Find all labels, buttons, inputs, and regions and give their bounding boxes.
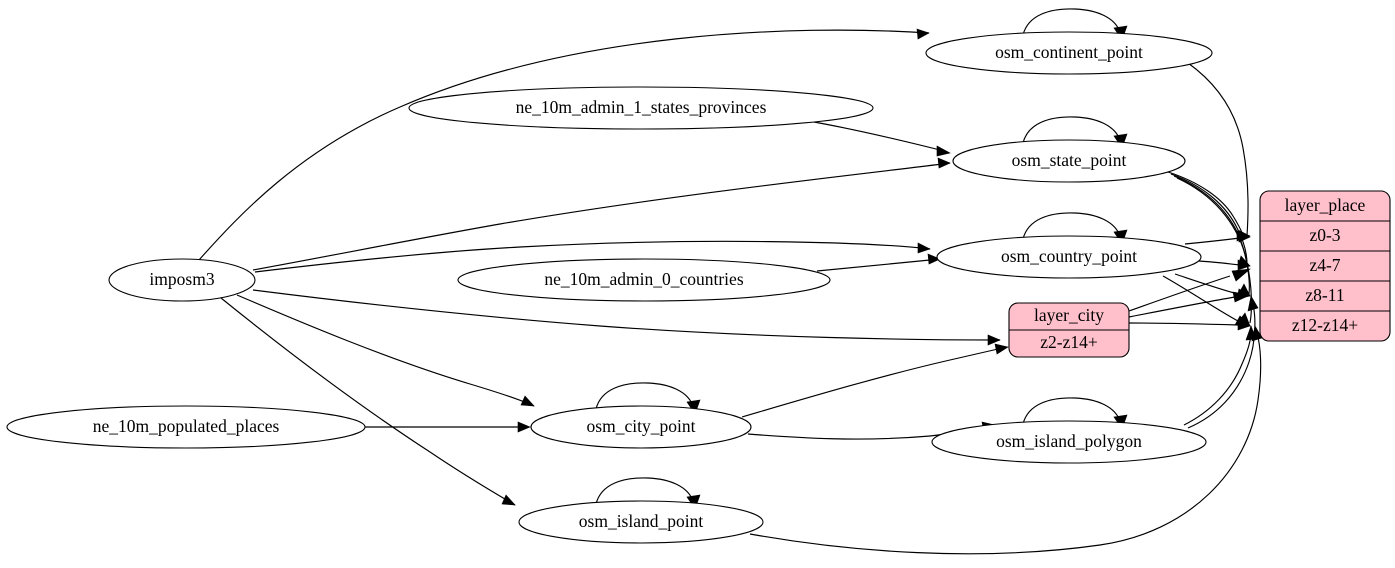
node-layer_city[interactable]: layer_city z2-z14+ — [1008, 302, 1130, 358]
edge-imposm3-to-osm_continent_point — [198, 28, 930, 261]
edge-osm_country_point-to-layer_place-z0-3 — [1184, 231, 1251, 245]
layer_place-row-z8-11[interactable]: z8-11 — [1305, 285, 1344, 305]
layer_place-header-label: layer_place — [1285, 195, 1366, 215]
edge-ne_states-to-osm_state_point — [813, 121, 951, 157]
node-ne_10m_admin_1_states_provinces[interactable]: ne_10m_admin_1_states_provinces — [408, 86, 874, 130]
edge-osm_island_polygon-to-layer_place-z12-z14+ — [1183, 325, 1257, 426]
layer_city-header-label: layer_city — [1034, 305, 1104, 325]
edge-imposm3-to-osm_country_point — [254, 240, 931, 273]
node-osm_country_point[interactable]: osm_country_point — [936, 235, 1202, 279]
node-osm_state_point[interactable]: osm_state_point — [952, 139, 1186, 183]
node-osm_continent_point[interactable]: osm_continent_point — [925, 31, 1213, 75]
node-ne_10m_admin_0_countries[interactable]: ne_10m_admin_0_countries — [457, 258, 831, 302]
edge-osm_island_point-to-layer_place-z12-z14+ — [749, 325, 1263, 555]
node-ne_10m_admin_0_countries-label: ne_10m_admin_0_countries — [544, 269, 743, 289]
edge-imposm3-to-layer_city — [252, 289, 1001, 346]
node-osm_state_point-label: osm_state_point — [1012, 150, 1127, 170]
node-osm_city_point-label: osm_city_point — [587, 416, 696, 436]
edge-imposm3-to-osm_state_point — [252, 157, 951, 271]
node-osm_island_point[interactable]: osm_island_point — [518, 500, 764, 544]
node-ne_10m_populated_places-label: ne_10m_populated_places — [93, 416, 280, 436]
node-osm_country_point-label: osm_country_point — [1001, 246, 1137, 266]
layer_place-row-z12-z14+[interactable]: z12-z14+ — [1292, 315, 1358, 335]
edge-layer_city-to-layer_place-z8-11 — [1128, 291, 1251, 318]
node-osm_island_polygon[interactable]: osm_island_polygon — [931, 420, 1207, 464]
edge-osm_country_point-to-layer_place-z4-7 — [1198, 259, 1251, 271]
node-osm_island_point-label: osm_island_point — [579, 511, 704, 531]
node-ne_10m_populated_places[interactable]: ne_10m_populated_places — [6, 405, 366, 449]
edge-osm_continent_point-to-layer_place-z0-3 — [1187, 62, 1249, 242]
node-layer: imposm3 ne_10m_admin_1_states_provinces … — [6, 31, 1391, 544]
layer_place-row-z4-7[interactable]: z4-7 — [1309, 255, 1340, 275]
edge-ne_populated-to-osm_city_point — [365, 421, 531, 433]
layer_place-row-z0-3[interactable]: z0-3 — [1309, 225, 1340, 245]
edge-layer_city-to-layer_place-z12-z14+ — [1128, 319, 1251, 331]
edge-imposm3-to-osm_island_point — [220, 297, 516, 506]
edge-layer_city-to-layer_place-z4-7 — [1128, 268, 1251, 312]
node-imposm3[interactable]: imposm3 — [108, 258, 256, 302]
node-osm_continent_point-label: osm_continent_point — [995, 42, 1143, 62]
node-ne_10m_admin_1_states_provinces-label: ne_10m_admin_1_states_provinces — [516, 97, 767, 117]
edge-osm_island_polygon-to-layer_place-z8-11 — [1187, 295, 1259, 429]
layer_city-row-z2-z14+[interactable]: z2-z14+ — [1040, 332, 1098, 352]
edge-ne_countries-to-osm_country_point — [816, 253, 941, 272]
edge-osm_city_point-to-layer_city — [741, 343, 1009, 418]
node-imposm3-label: imposm3 — [149, 269, 214, 289]
node-osm_island_polygon-label: osm_island_polygon — [996, 431, 1142, 451]
node-layer_place[interactable]: layer_place z0-3 z4-7 z8-11 z12-z14+ — [1259, 190, 1391, 342]
edge-imposm3-to-osm_city_point — [236, 294, 535, 407]
node-osm_city_point[interactable]: osm_city_point — [530, 405, 752, 449]
